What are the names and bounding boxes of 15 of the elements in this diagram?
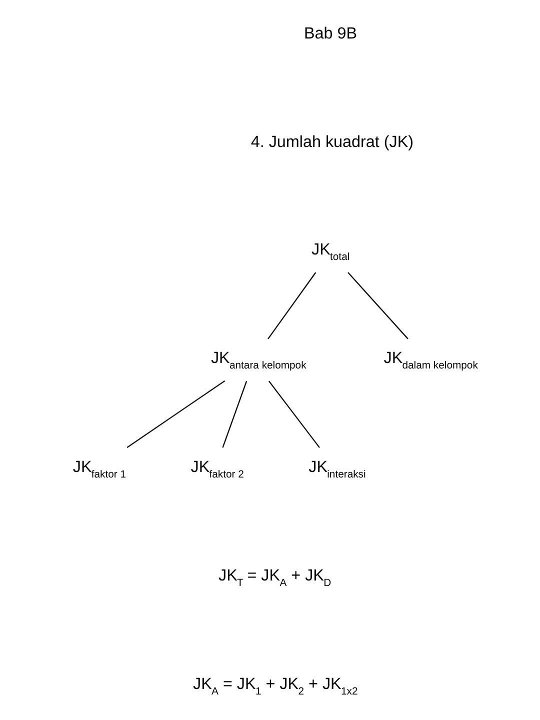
label: Bab 9B xyxy=(304,24,357,42)
node-text: JK$_{total}$ xyxy=(311,240,350,263)
label: 4. Jumlah kuadrat (JK) xyxy=(250,133,414,151)
node-text: JK$_{faktor 1}$ xyxy=(72,458,126,480)
connector xyxy=(268,380,320,448)
node-text: JK$_{antara kelompok}$ xyxy=(210,349,306,372)
node-text: JK$_{dalam kelompok}$ xyxy=(383,349,478,372)
label: JK$_{T}$ = JK$_{A}$ + JK$_{D}$ xyxy=(218,566,331,589)
connector xyxy=(347,272,408,340)
node-text: JK$_{interaksi}$ xyxy=(308,458,366,480)
label: JK$_{A}$ = JK$_{1}$ + JK$_{2}$ + JK$_{1x2}$ xyxy=(192,675,358,698)
connector xyxy=(267,272,316,340)
connector xyxy=(126,380,225,448)
connector xyxy=(222,380,247,448)
node-text: JK$_{faktor 2}$ xyxy=(190,458,244,480)
